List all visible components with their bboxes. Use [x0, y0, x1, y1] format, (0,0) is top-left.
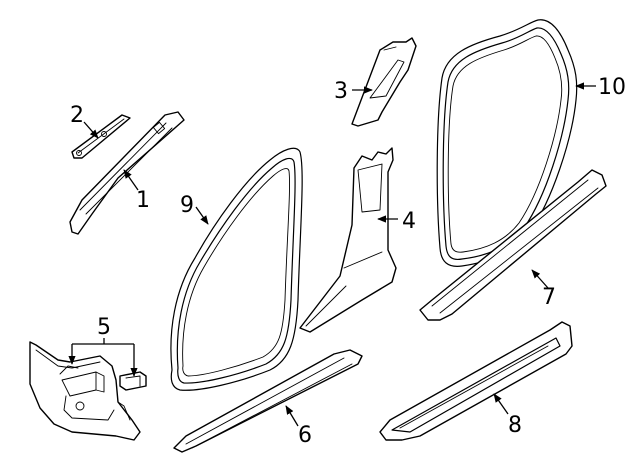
callout-7: 7	[542, 285, 556, 310]
callout-1: 1	[136, 188, 150, 213]
callout-10: 10	[598, 75, 626, 100]
part-5-clip	[119, 371, 147, 391]
callout-6: 6	[298, 423, 312, 448]
callout-2: 2	[70, 103, 84, 128]
callout-4: 4	[402, 209, 416, 234]
callout-8: 8	[508, 413, 522, 438]
part-4-pillar-lower	[299, 147, 397, 333]
callout-leaders	[83, 82, 596, 427]
callout-5: 5	[97, 315, 111, 340]
callout-3: 3	[334, 79, 348, 104]
part-6-front-sill	[173, 349, 363, 453]
part-5-kick-panel	[29, 341, 141, 441]
part-2-bracket	[71, 114, 131, 159]
part-10-rear-weatherstrip	[436, 19, 578, 267]
part-7-rear-sill	[419, 169, 607, 321]
callout-5-bracket	[68, 338, 138, 377]
callout-9: 9	[180, 193, 194, 218]
part-9-front-weatherstrip	[170, 147, 303, 391]
part-8-scuff-plate	[379, 321, 573, 441]
part-3-pillar-cover	[351, 37, 417, 127]
part-1-pillar-trim	[69, 111, 185, 235]
